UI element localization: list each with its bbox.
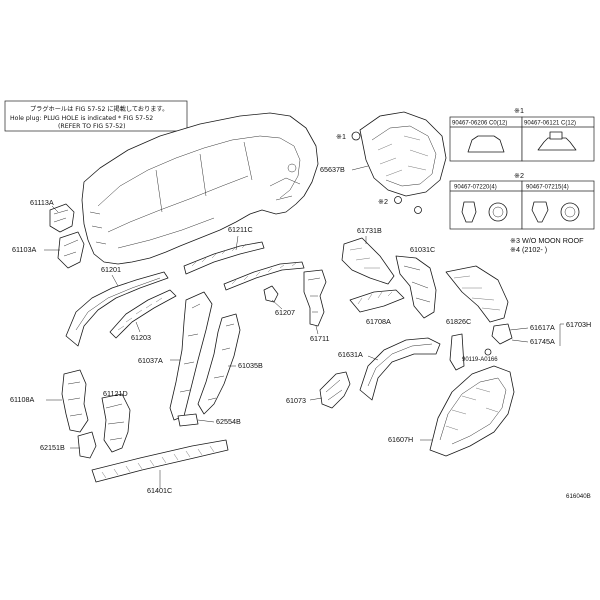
fastener-2-right: 90467-07215(4): [526, 185, 569, 191]
label-61631A: 61631A: [338, 350, 363, 359]
part-61103A: 61103A: [12, 231, 85, 269]
label-61108A: 61108A: [10, 395, 34, 404]
part-61035B: 61035B: [197, 313, 263, 415]
label-61113A: 61113A: [30, 198, 54, 207]
label-65637B: 65637B: [320, 165, 345, 174]
label-61037A: 61037A: [138, 356, 163, 365]
label-61826C: 61826C: [446, 317, 471, 326]
part-61031C: 61031C: [395, 245, 437, 319]
fastener-table-2-title: ※2: [514, 171, 524, 180]
label-61201: 61201: [101, 265, 121, 274]
part-61401C: 61401C: [91, 439, 229, 495]
part-61617A-61703H: 61617A 61703H 61745A: [445, 265, 591, 346]
clip-icon: [537, 137, 577, 151]
part-61211C: 61211C: [183, 225, 265, 275]
part-61711: 61711: [303, 269, 329, 343]
label-61121D: 61121D: [103, 389, 128, 398]
note-line-en: Hole plug: PLUG HOLE is indicated * FIG …: [10, 115, 153, 122]
label-61207: 61207: [275, 308, 295, 317]
clip-icon: [414, 206, 422, 214]
clip-top-icon: [549, 131, 563, 140]
footnotes: ※3 W/O MOON ROOF ※4 (2102- ): [510, 236, 584, 254]
part-61207: 61207: [223, 261, 305, 317]
footnote-3: ※3 W/O MOON ROOF: [510, 236, 584, 245]
label-61711: 61711: [310, 334, 329, 343]
figure-id: 616040B: [566, 493, 591, 500]
part-61203: 61203: [109, 289, 177, 342]
label-61035B: 61035B: [238, 361, 263, 370]
callout-mark-2: ※2: [378, 197, 388, 206]
part-65637B: 65637B: [320, 111, 447, 197]
clip-callout-1: ※1: [336, 131, 361, 141]
fastener-table-2: ※2 90467-07220(4) 90467-07215(4): [449, 171, 595, 230]
part-61073: 61073: [286, 371, 351, 409]
fastener-1-left: 90467-06206 C0(12): [452, 121, 507, 127]
part-61631A: 61631A: [338, 337, 441, 401]
part-61607H: 61607H: [388, 365, 515, 457]
note-line-refer: (REFER TO FIG 57-52): [58, 123, 126, 130]
footnote-4: ※4 (2102- ): [510, 245, 547, 254]
fastener-table-1: ※1 90467-06206 C0(12) 90467-06121 C(12): [449, 106, 595, 162]
label-90119: 90119-A0166: [462, 357, 498, 363]
fastener-2-left: 90467-07220(4): [454, 185, 497, 191]
fastener-table-1-title: ※1: [514, 106, 524, 115]
part-61121D: 61121D: [101, 389, 131, 453]
label-62151B: 62151B: [40, 443, 65, 452]
fastener-1-right: 90467-06121 C(12): [524, 121, 576, 127]
label-61617A: 61617A: [530, 323, 555, 332]
clip-icon: [351, 131, 361, 141]
clip-icon: [394, 196, 402, 204]
grommet-icon: [488, 202, 508, 222]
clip-callout-2: ※2: [378, 196, 422, 214]
note-box-frame: [4, 100, 188, 132]
grommet-icon: [560, 202, 580, 222]
part-61708A: 61708A: [349, 289, 405, 326]
reference-note-box: プラグホールは FIG 57-52 に掲載しております。 Hole plug: …: [4, 100, 188, 132]
label-61745A: 61745A: [530, 337, 555, 346]
part-62554B: 62554B: [177, 413, 241, 427]
bolt-icon: [484, 348, 492, 356]
push-rivet-icon: [461, 201, 477, 223]
note-line-jp: プラグホールは FIG 57-52 に掲載しております。: [30, 105, 168, 113]
part-61108A: 61108A: [10, 369, 89, 433]
side-body-outer-panel: [81, 112, 319, 265]
label-61731B: 61731B: [357, 226, 382, 235]
label-61073: 61073: [286, 396, 306, 405]
label-61031C: 61031C: [410, 245, 435, 254]
label-61203: 61203: [131, 333, 151, 342]
label-61607H: 61607H: [388, 435, 413, 444]
part-61731B: 61731B: [341, 226, 395, 285]
clip-icon: [467, 135, 505, 153]
label-61211C: 61211C: [228, 225, 253, 234]
label-61401C: 61401C: [147, 486, 172, 495]
callout-mark-1: ※1: [336, 132, 346, 141]
part-61826C: 61826C: [446, 317, 471, 371]
part-61113A: 61113A: [30, 198, 75, 233]
label-61103A: 61103A: [12, 245, 36, 254]
label-61708A: 61708A: [366, 317, 391, 326]
part-61201: 61201: [65, 265, 169, 347]
label-61703H: 61703H: [566, 320, 591, 329]
part-90119-A0166: 90119-A0166: [462, 348, 498, 363]
part-62151B: 62151B: [40, 431, 97, 459]
label-62554B: 62554B: [216, 417, 241, 426]
push-rivet-icon: [531, 201, 549, 223]
